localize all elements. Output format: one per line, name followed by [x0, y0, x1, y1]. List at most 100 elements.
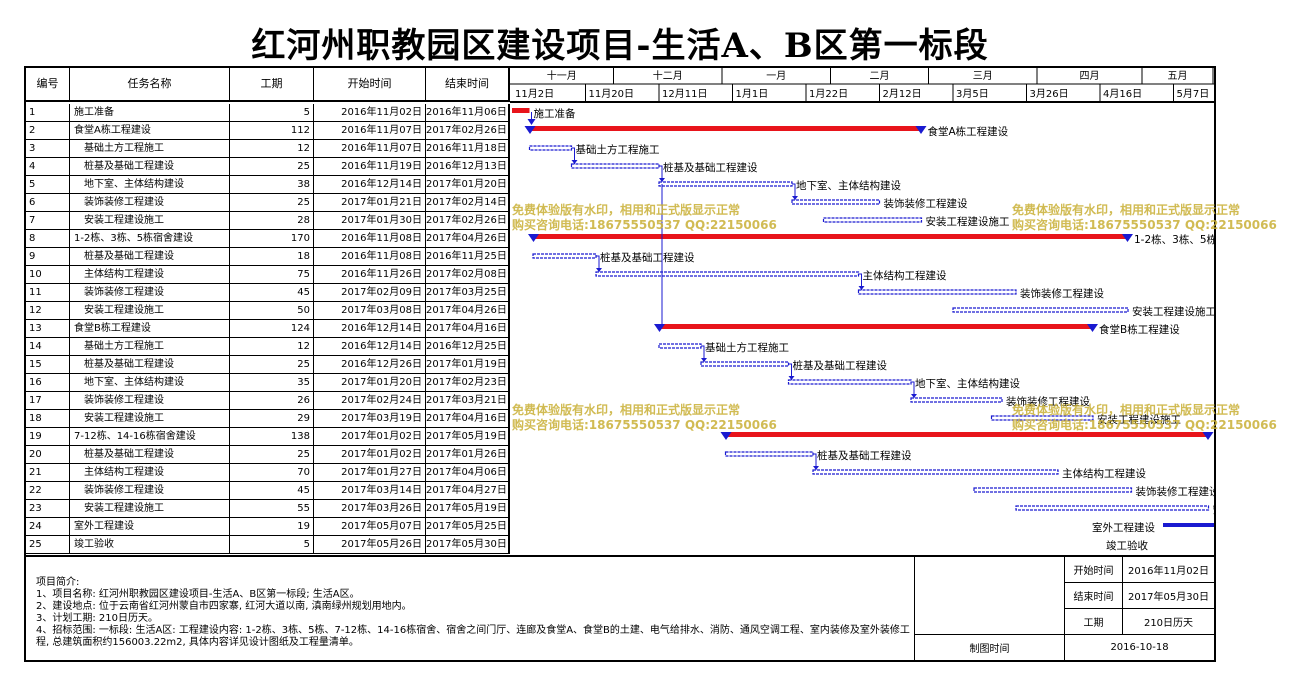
chart-frame: [24, 66, 1216, 662]
task-start: 2017年01月27日: [314, 464, 426, 481]
watermark-line1: 免费体验版有水印，相用和正式版显示正常: [1012, 203, 1241, 217]
task-end: 2017年05月25日: [426, 518, 510, 535]
task-bar-label: 桩基及基础工程建设: [817, 449, 912, 462]
task-bar: [658, 181, 793, 187]
task-id: 8: [26, 230, 70, 247]
task-end: 2016年11月25日: [426, 248, 510, 265]
task-end: 2017年03月25日: [426, 284, 510, 301]
task-bar-label: 装饰装修工程建设: [1020, 287, 1104, 300]
summary-start-marker: [720, 432, 732, 440]
task-bar-label: 基础土方工程施工: [576, 143, 660, 156]
task-duration: 5: [230, 536, 314, 553]
task-id: 22: [26, 482, 70, 499]
summary-start-marker: [524, 126, 536, 134]
task-bar-label: 地下室、主体结构建设: [796, 179, 901, 192]
task-duration: 70: [230, 464, 314, 481]
task-bar: [658, 343, 702, 349]
header-duration: 工期: [230, 66, 314, 102]
task-bar-label: 食堂A栋工程建设: [928, 125, 1009, 138]
summary-bar: [659, 324, 1093, 329]
task-duration: 29: [230, 410, 314, 427]
task-start: 2017年05月26日: [314, 536, 426, 553]
task-start: 2016年11月26日: [314, 266, 426, 283]
task-bar-label: 安装工程建设施工: [1132, 305, 1214, 318]
month-label: 十二月: [653, 69, 683, 82]
task-bar: [952, 307, 1129, 313]
task-duration: 50: [230, 302, 314, 319]
dependency-arrow: [858, 286, 865, 290]
task-id: 24: [26, 518, 70, 535]
tick-label: 3月5日: [956, 88, 989, 100]
page-title: 红河州职教园区建设项目-生活A、B区第一标段: [251, 26, 989, 66]
task-end: 2017年04月16日: [426, 320, 510, 337]
task-bar-label: 地下室、主体结构建设: [915, 377, 1020, 390]
tick-label: 12月11日: [662, 88, 707, 100]
task-start: 2017年03月19日: [314, 410, 426, 427]
task-start: 2017年02月24日: [314, 392, 426, 409]
task-id: 19: [26, 428, 70, 445]
task-duration: 75: [230, 266, 314, 283]
task-start: 2017年03月08日: [314, 302, 426, 319]
task-bar: [532, 253, 597, 259]
task-start: 2017年01月30日: [314, 212, 426, 229]
task-id: 15: [26, 356, 70, 373]
dependency-line: [911, 381, 915, 398]
task-duration: 25: [230, 446, 314, 463]
task-name: 室外工程建设: [70, 518, 230, 535]
tick-label: 5月7日: [1177, 88, 1210, 100]
notes-line: 2、建设地点: 位于云南省红河州蒙自市四家寨, 红河大道以南, 滇南绿州规划用地…: [36, 601, 412, 612]
task-start: 2016年12月26日: [314, 356, 426, 373]
task-name: 主体结构工程建设: [70, 266, 230, 283]
task-name: 地下室、主体结构建设: [70, 176, 230, 193]
task-bar-label: 基础土方工程施工: [705, 341, 789, 354]
task-end: 2017年04月26日: [426, 302, 510, 319]
dependency-line: [792, 183, 796, 200]
task-bar-label: 1-2栋、3栋、5栋宿舍建设: [1134, 233, 1214, 246]
watermark-line2: 购买咨询电话:18675550537 QQ:22150066: [1012, 418, 1277, 432]
dependency-line: [858, 273, 862, 290]
notes-line: 1、项目名称: 红河州职教园区建设项目-生活A、B区第一标段; 生活A区。: [36, 589, 360, 600]
task-name: 安装工程建设施工: [70, 410, 230, 427]
task-bar-label: 装饰装修工程建设: [884, 197, 968, 210]
dependency-arrow: [788, 376, 795, 380]
task-start: 2016年11月08日: [314, 248, 426, 265]
dependency-arrow: [701, 358, 707, 362]
task-name: 桩基及基础工程建设: [70, 446, 230, 463]
task-id: 10: [26, 266, 70, 283]
dependency-line: [596, 255, 600, 272]
task-bar: [990, 415, 1094, 421]
task-duration: 45: [230, 482, 314, 499]
task-duration: 12: [230, 140, 314, 157]
task-bar: [512, 108, 530, 113]
task-id: 6: [26, 194, 70, 211]
dependency-arrow: [571, 160, 578, 164]
task-name: 安装工程建设施工: [70, 302, 230, 319]
summary-bar: [725, 432, 1209, 437]
gantt-chart: 十一月十二月一月二月三月四月五月六月七月11月2日11月20日12月11日1月1…: [510, 66, 1214, 552]
